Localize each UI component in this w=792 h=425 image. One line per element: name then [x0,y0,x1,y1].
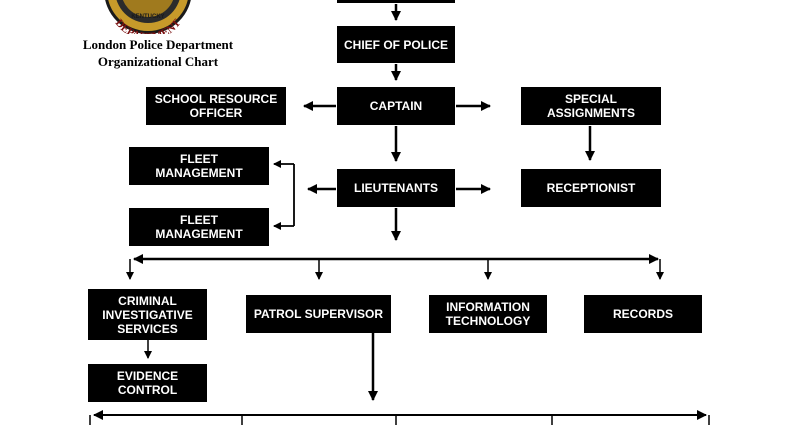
org-box-fleet-management-1: FLEET MANAGEMENT [129,147,269,185]
org-box-captain: CAPTAIN [337,87,455,125]
caption-line-2: Organizational Chart [97,54,219,69]
caption-line-1: London Police Department [82,37,234,52]
org-box-school-resource-officer: SCHOOL RESOURCE OFFICER [146,87,286,125]
org-box-evidence-control: EVIDENCE CONTROL [88,364,207,402]
org-box-receptionist: RECEPTIONIST [521,169,661,207]
seal-top-text: KENTUCKY [131,14,164,20]
org-box-chief-of-police: CHIEF OF POLICE [337,26,455,63]
org-box-top-cropped [337,0,455,3]
chart-caption: London Police Department Organizational … [60,36,256,70]
org-box-information-technology: INFORMATION TECHNOLOGY [429,295,547,333]
org-box-criminal-investigative-services: CRIMINAL INVESTIGATIVE SERVICES [88,289,207,340]
org-box-patrol-supervisor: PATROL SUPERVISOR [246,295,391,333]
org-box-lieutenants: LIEUTENANTS [337,169,455,207]
org-box-special-assignments: SPECIAL ASSIGNMENTS [521,87,661,125]
org-box-fleet-management-2: FLEET MANAGEMENT [129,208,269,246]
department-seal-logo: KENTUCKY DEPARTMENT [105,0,191,34]
org-box-records: RECORDS [584,295,702,333]
